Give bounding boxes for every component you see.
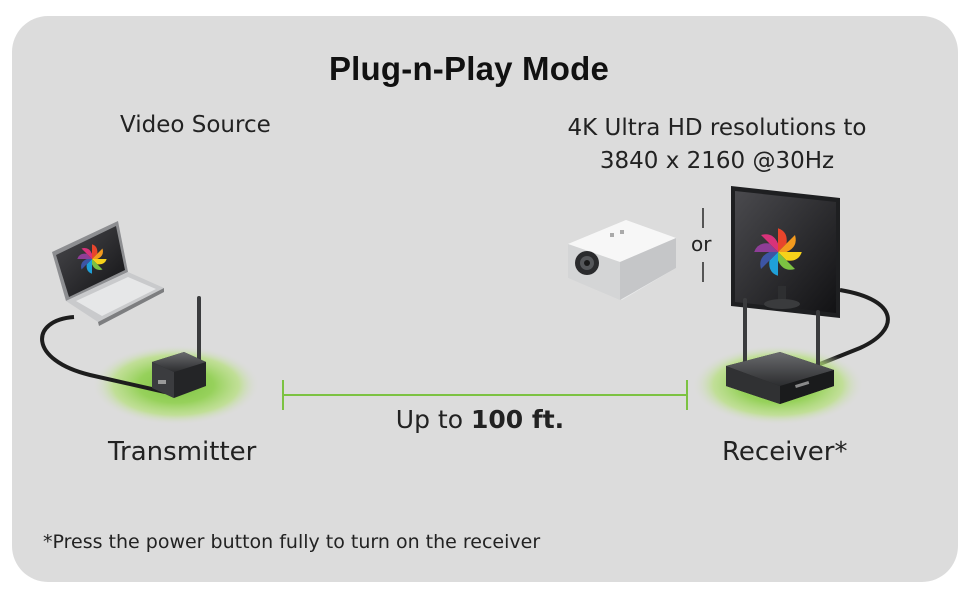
transmitter-cable: [40, 315, 166, 394]
range-indicator: [282, 380, 688, 410]
footnote: *Press the power button fully to turn on…: [43, 531, 541, 553]
range-value: 100 ft.: [470, 405, 565, 434]
receiver-cable: [809, 288, 890, 370]
projector-icon: [568, 220, 676, 300]
range-label: Up to 100 ft.: [380, 405, 580, 434]
monitor-icon: [731, 186, 840, 318]
receiver-label: Receiver*: [722, 437, 848, 467]
video-source-label: Video Source: [120, 112, 271, 138]
transmitter-label: Transmitter: [108, 437, 257, 467]
receiver-device-icon: [726, 298, 834, 404]
page-title: Plug-n-Play Mode: [328, 50, 610, 87]
laptop-icon: [52, 221, 164, 326]
transmitter-device-icon: [152, 296, 206, 398]
range-prefix: Up to: [395, 405, 464, 434]
or-label: or: [691, 232, 712, 256]
resolution-label: 4K Ultra HD resolutions to 3840 x 2160 @…: [567, 115, 867, 174]
